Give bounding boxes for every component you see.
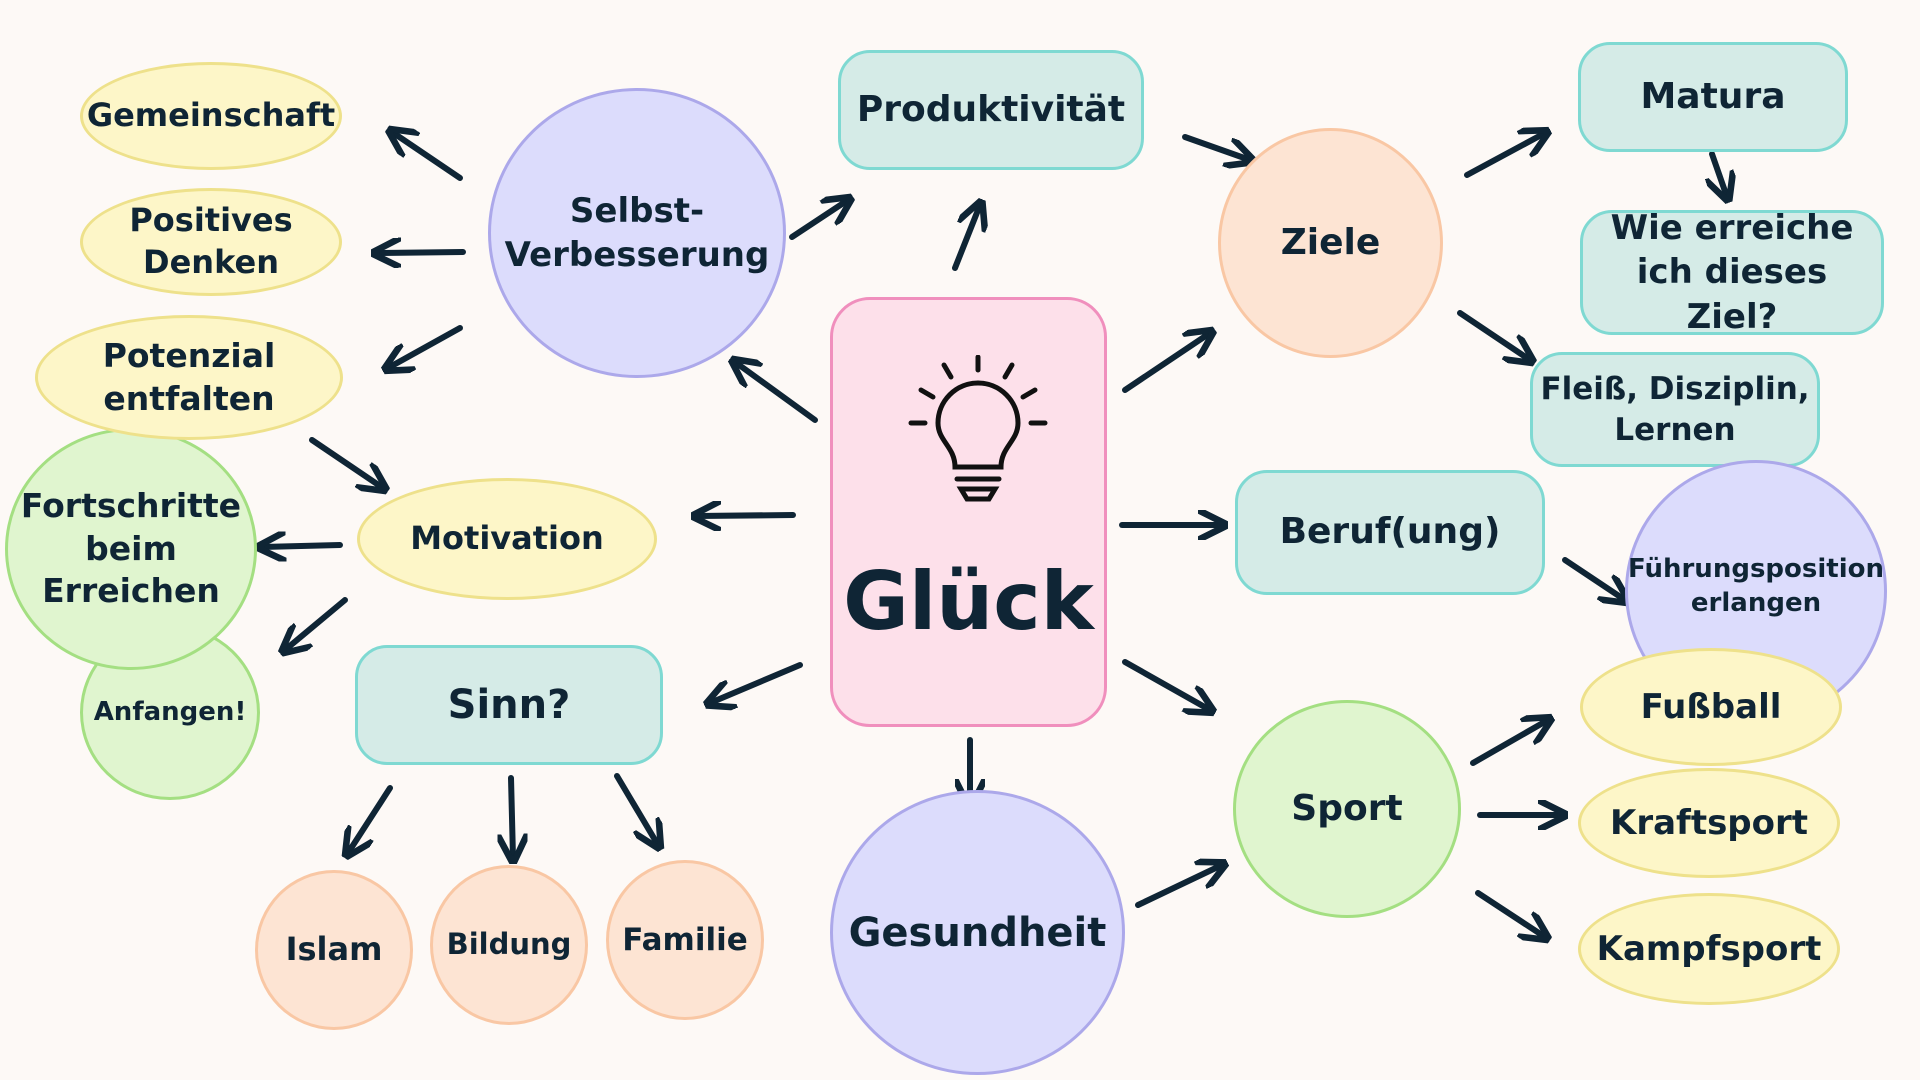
node-produktivitaet[interactable]: Produktivität — [838, 50, 1144, 170]
arrow-gesundheit-to-sport — [1135, 865, 1222, 908]
center-node-glueck[interactable]: Glück — [830, 297, 1107, 727]
node-kampfsport-label: Kampfsport — [1596, 928, 1822, 969]
node-produktivitaet-label: Produktivität — [856, 88, 1126, 130]
node-kraftsport[interactable]: Kraftsport — [1578, 768, 1840, 878]
node-sport-label: Sport — [1291, 787, 1403, 829]
arrow-center-to-motivation — [697, 515, 796, 516]
node-wie-erreiche[interactable]: Wie erreiche ich dieses Ziel? — [1580, 208, 1884, 337]
arrow-selbstverbesserung-to-produktivitaet — [789, 200, 848, 240]
node-familie[interactable]: Familie — [606, 860, 764, 1020]
arrow-sinn-to-familie — [614, 773, 658, 845]
node-beruf[interactable]: Beruf(ung) — [1235, 470, 1545, 595]
arrow-selbstverbesserung-to-gemeinschaft — [392, 132, 463, 181]
node-gesundheit[interactable]: Gesundheit — [830, 790, 1125, 1075]
arrow-center-to-selbstverbesserung — [735, 362, 818, 423]
node-fleiss-label: Fleiß, Disziplin, Lernen — [1540, 371, 1810, 448]
node-selbstverbesserung-label: Selbst- Verbesserung — [504, 190, 770, 275]
node-sinn[interactable]: Sinn? — [355, 645, 663, 765]
node-selbstverbesserung[interactable]: Selbst- Verbesserung — [488, 88, 786, 378]
node-matura-label: Matura — [1640, 75, 1786, 117]
node-familie-label: Familie — [622, 921, 748, 958]
arrow-center-to-ziele — [1122, 333, 1210, 393]
node-fussball-label: Fußball — [1640, 686, 1782, 727]
node-kraftsport-label: Kraftsport — [1609, 802, 1809, 843]
center-label: Glück — [843, 555, 1094, 648]
node-positives-denken[interactable]: Positives Denken — [80, 188, 342, 296]
node-gesundheit-label: Gesundheit — [848, 909, 1107, 956]
arrow-sinn-to-bildung — [511, 775, 513, 858]
arrow-matura-to-wie-erreiche — [1712, 151, 1727, 197]
node-ziele-label: Ziele — [1280, 221, 1381, 263]
arrow-center-to-sport — [1122, 659, 1210, 710]
node-matura[interactable]: Matura — [1578, 42, 1848, 152]
node-fussball[interactable]: Fußball — [1580, 648, 1842, 766]
arrow-motivation-to-anfangen — [285, 597, 348, 650]
arrow-motivation-to-fortschritte — [262, 545, 343, 547]
node-fortschritte-label: Fortschritte beim Erreichen — [20, 485, 242, 611]
node-gemeinschaft[interactable]: Gemeinschaft — [80, 62, 342, 170]
arrow-sport-to-kampfsport — [1475, 890, 1545, 937]
arrow-selbstverbesserung-to-potenzial — [388, 325, 463, 368]
node-sinn-label: Sinn? — [447, 682, 571, 728]
node-islam[interactable]: Islam — [255, 870, 413, 1030]
node-gemeinschaft-label: Gemeinschaft — [86, 96, 336, 135]
node-fleiss[interactable]: Fleiß, Disziplin, Lernen — [1530, 352, 1820, 467]
lightbulb-icon — [908, 355, 1048, 502]
node-bildung-label: Bildung — [446, 927, 572, 962]
arrow-center-to-produktivitaet — [952, 205, 980, 271]
node-fuehrung-label: Führungsposition erlangen — [1628, 554, 1884, 618]
node-motivation-label: Motivation — [410, 519, 604, 558]
arrow-beruf-to-fuehrung — [1562, 557, 1625, 600]
arrow-sport-to-fussball — [1470, 720, 1548, 766]
node-bildung[interactable]: Bildung — [430, 865, 588, 1025]
node-anfangen[interactable]: Anfangen! — [80, 625, 260, 800]
arrow-ziele-to-fleiss — [1457, 310, 1530, 360]
node-potenzial-label: Potenzial entfalten — [102, 335, 276, 418]
arrow-potenzial-to-motivation — [309, 437, 383, 488]
node-potenzial[interactable]: Potenzial entfalten — [35, 315, 343, 440]
arrow-selbstverbesserung-to-positives — [377, 252, 466, 253]
node-sport[interactable]: Sport — [1233, 700, 1461, 918]
node-beruf-label: Beruf(ung) — [1279, 511, 1501, 553]
node-wie-erreiche-label: Wie erreiche ich dieses Ziel? — [1610, 208, 1854, 337]
arrow-produktivitaet-to-ziele — [1182, 134, 1250, 160]
node-kampfsport[interactable]: Kampfsport — [1578, 893, 1840, 1005]
node-islam-label: Islam — [285, 930, 383, 969]
node-ziele[interactable]: Ziele — [1218, 128, 1443, 358]
arrow-center-to-sinn — [710, 662, 803, 703]
node-motivation[interactable]: Motivation — [357, 478, 657, 600]
arrow-sinn-to-islam — [348, 785, 393, 853]
node-anfangen-label: Anfangen! — [93, 696, 247, 727]
arrow-ziele-to-matura — [1464, 133, 1545, 178]
node-positives-denken-label: Positives Denken — [129, 201, 293, 281]
node-fortschritte[interactable]: Fortschritte beim Erreichen — [5, 428, 257, 670]
